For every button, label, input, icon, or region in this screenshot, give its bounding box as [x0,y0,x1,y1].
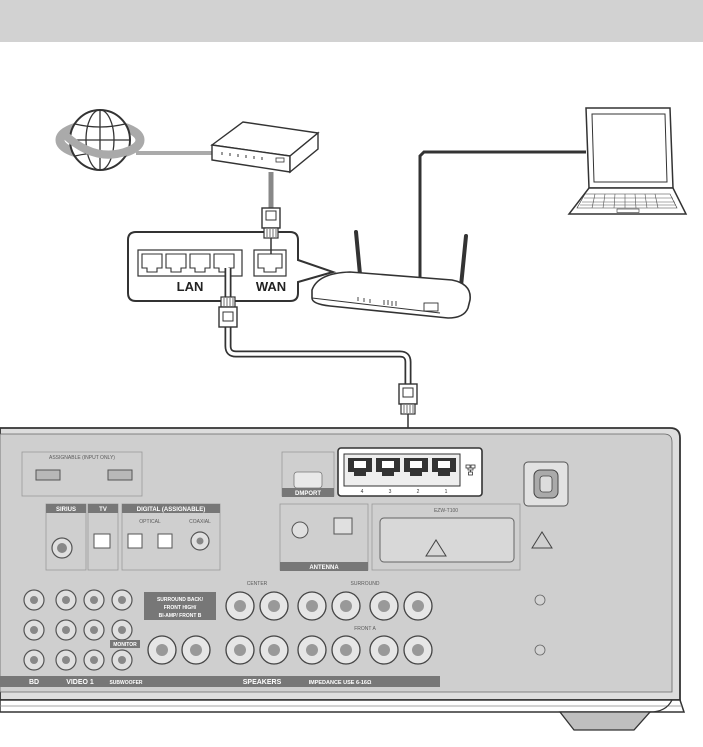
sirius-label: SIRIUS [56,507,76,513]
front-a-label: FRONT A [354,626,376,632]
center-label: CENTER [247,581,268,587]
lan-cable-connector-icon [262,208,280,238]
lan-cable-connector-icon [219,297,237,327]
surround-label: SURROUND [351,581,380,587]
router-icon [312,232,470,318]
front-high-label: FRONT HIGH/ [164,605,197,611]
modem-icon [212,122,318,172]
speakers-label: SPEAKERS [243,679,282,686]
monitor-label: MONITOR [113,642,137,648]
tv-label: TV [99,507,107,513]
coaxial-label: COAXIAL [189,519,211,525]
biamp-label: BI-AMP/ FRONT B [159,613,202,619]
video1-label: VIDEO 1 [66,679,94,686]
laptop-cable [420,152,586,283]
lan-port-2-label: 2 [417,489,420,495]
subwoofer-label: SUBWOOFER [109,680,142,686]
bd-label: BD [29,679,39,686]
dmport-label: DMPORT [295,491,321,497]
surround-back-label: SURROUND BACK/ [157,597,204,603]
lan-label: LAN [177,279,204,294]
assignable-label: ASSIGNABLE (INPUT ONLY) [49,455,115,461]
ezw-label: EZW-T100 [434,508,458,514]
lan-port-4-label: 4 [361,489,364,495]
lan-port-3-label: 3 [389,489,392,495]
lan-cable-connector-icon [399,384,417,414]
optical-label: OPTICAL [139,519,161,525]
digital-label: DIGITAL (ASSIGNABLE) [137,507,205,513]
impedance-label: IMPEDANCE USE 6-16Ω [309,680,372,686]
antenna-label: ANTENNA [309,565,339,571]
receiver-rear-panel: ASSIGNABLE (INPUT ONLY) DMPORT 4 3 2 1 [0,428,684,730]
lan-port-1-label: 1 [445,489,448,495]
wan-label: WAN [256,279,286,294]
laptop-icon [569,108,686,214]
internet-globe-icon [60,110,140,170]
